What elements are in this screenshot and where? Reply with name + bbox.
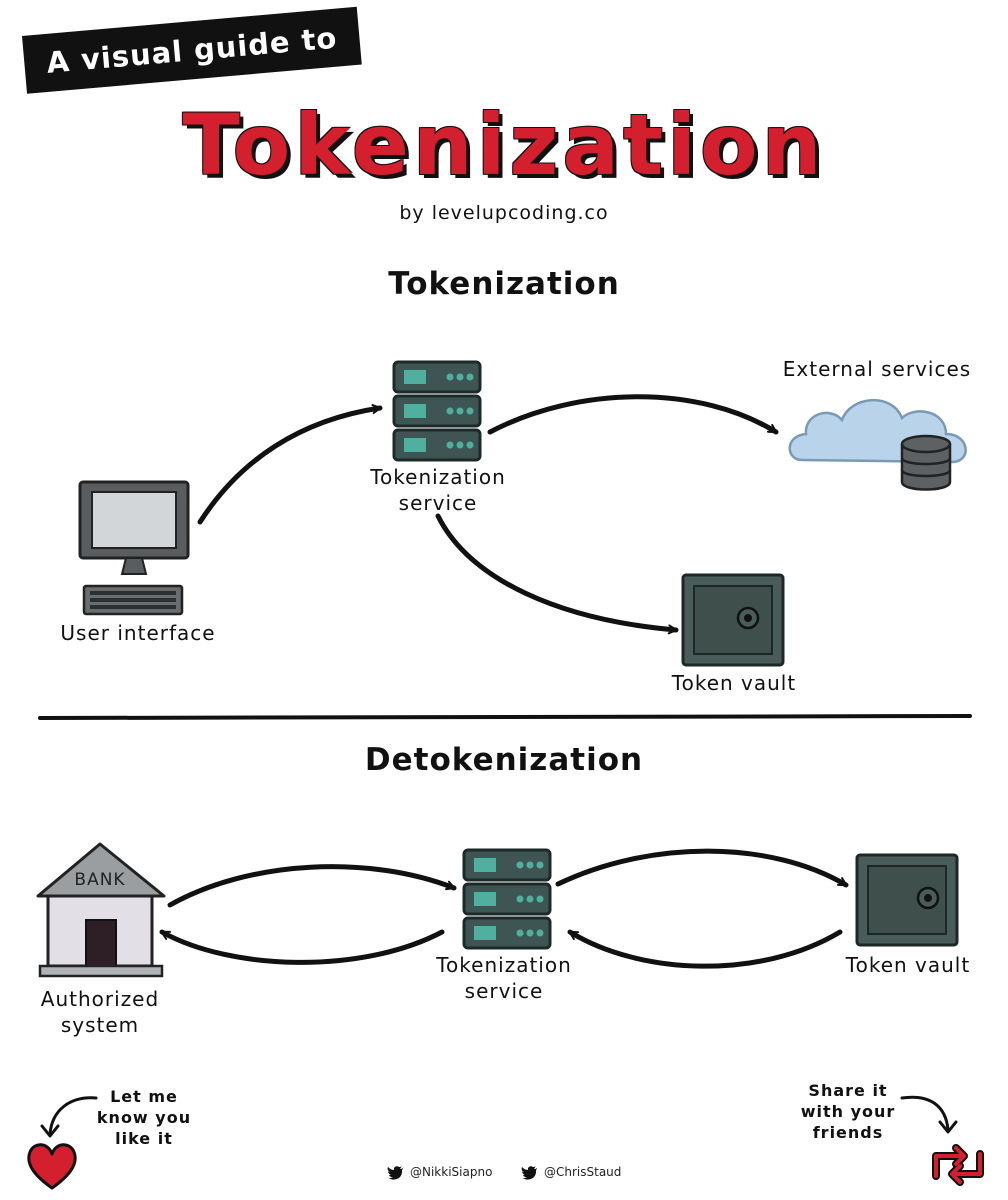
like-note: Let me know you like it [96,1086,192,1149]
arrow-service-to-bank [159,929,445,965]
twitter-handle-1-text: @NikkiSiapno [410,1165,493,1179]
share-line3: friends [812,1123,884,1142]
bank-sign: BANK [74,870,126,890]
twitter-handle-1[interactable]: @NikkiSiapno [387,1165,493,1180]
twitter-bird-icon [387,1165,403,1180]
arrow-service-to-external [487,394,779,435]
label-tokenization-service: Tokenization service [338,464,538,516]
computer-icon [78,480,190,616]
twitter-handle-2-text: @ChrisStaud [544,1165,622,1179]
share-line1: Share it [808,1081,888,1100]
label-service-line2: service [398,491,478,515]
retweet-icon[interactable] [928,1142,988,1188]
bank-icon [36,842,166,978]
share-note: Share it with your friends [798,1080,898,1143]
vault-icon [681,573,785,667]
server-icon [392,360,482,462]
label-authorized-system: Authorized system [20,986,180,1038]
arrow-service-to-vault2 [555,848,849,888]
database-icon [900,434,952,491]
like-line1: Let me [110,1087,178,1106]
vault-icon-2 [855,853,959,947]
like-arrow [40,1096,98,1138]
server-icon-2 [462,848,552,950]
arrow-bank-to-service [167,864,457,908]
label-service2-line1: Tokenization [436,953,572,977]
label-service2-line2: service [464,979,544,1003]
heart-icon[interactable] [24,1138,84,1194]
label-authorized-line2: system [60,1013,140,1037]
section-divider [38,714,972,720]
label-token-vault: Token vault [671,671,797,695]
main-title: Tokenization [182,96,826,194]
label-external-services: External services [782,357,972,381]
label-tokenization-service-2: Tokenization service [404,952,604,1004]
label-user-interface: User interface [60,621,216,645]
section-title-tokenization: Tokenization [388,266,620,302]
label-service-line1: Tokenization [370,465,506,489]
label-token-vault-2: Token vault [845,953,971,977]
arrow-service-to-vault [435,513,679,635]
like-line3: like it [115,1129,173,1148]
label-authorized-line1: Authorized [40,987,160,1011]
twitter-bird-icon [521,1165,537,1180]
arrow-vault2-to-service [567,929,843,969]
cloud-database-icon [788,399,967,491]
share-arrow [900,1095,958,1134]
section-title-detokenization: Detokenization [364,742,644,778]
arrow-ui-to-service [197,404,383,525]
byline: by levelupcoding.co [399,202,609,224]
twitter-handle-2[interactable]: @ChrisStaud [521,1165,622,1180]
like-line2: know you [96,1108,192,1127]
share-line2: with your [800,1102,896,1121]
